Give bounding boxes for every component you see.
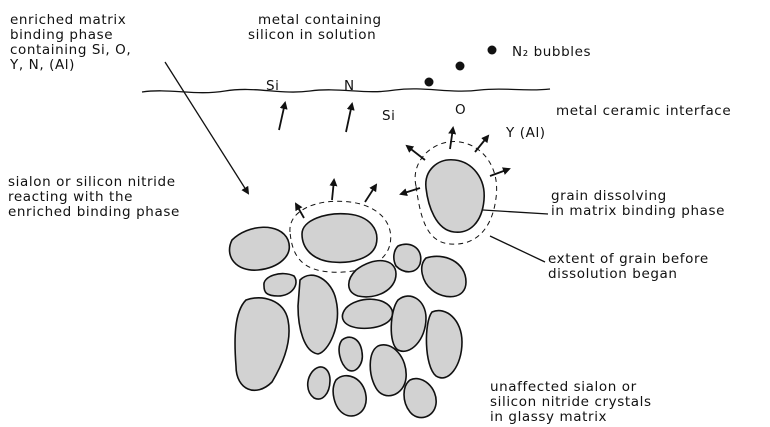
crystal — [426, 311, 462, 378]
crystal — [298, 275, 337, 354]
flux-arrow — [475, 136, 488, 152]
crystal — [342, 299, 392, 328]
n-label: N — [344, 78, 355, 94]
crystal — [349, 261, 396, 297]
n2-bubble — [488, 46, 497, 55]
crystal — [339, 337, 362, 371]
interface-label: metal ceramic interface — [556, 103, 731, 119]
crystal — [394, 244, 421, 272]
si-label: Si — [266, 78, 280, 94]
metal-solution-label: metal containing silicon in solution — [248, 12, 387, 43]
sialon-reacting-label: sialon or silicon nitride reacting with … — [8, 174, 181, 220]
crystal — [391, 296, 426, 351]
crystal — [230, 227, 290, 270]
leader-extent-grain — [490, 236, 545, 262]
si-right-label: Si — [382, 108, 396, 124]
extent-grain-label: extent of grain before dissolution began — [548, 251, 714, 282]
flux-arrow — [296, 204, 304, 218]
n2-bubbles-label: N₂ bubbles — [512, 44, 591, 60]
flux-arrow — [365, 185, 376, 202]
crystal — [370, 345, 406, 396]
n2-bubble — [456, 62, 465, 71]
crystal — [308, 367, 330, 399]
reacting-grain — [302, 214, 377, 263]
unaffected-crystals-label: unaffected sialon or silicon nitride cry… — [490, 379, 657, 425]
flux-arrow — [450, 128, 453, 149]
enriched-phase-label: enriched matrix binding phase containing… — [9, 12, 136, 73]
si-flux-arrow — [279, 103, 285, 130]
grain-dissolving-label: grain dissolving in matrix binding phase — [551, 188, 725, 219]
n2-bubble — [425, 78, 434, 87]
crystal — [264, 274, 296, 296]
crystal — [235, 298, 289, 391]
o-label: O — [455, 102, 466, 118]
n-flux-arrow — [346, 104, 352, 132]
crystal — [404, 379, 436, 418]
flux-arrow — [407, 146, 425, 160]
dissolving-grain — [426, 160, 484, 232]
y-al-label: Y (Al) — [505, 125, 546, 141]
crystal — [422, 256, 466, 296]
crystal — [333, 376, 366, 416]
flux-arrow — [401, 188, 420, 194]
flux-arrow — [332, 180, 334, 200]
